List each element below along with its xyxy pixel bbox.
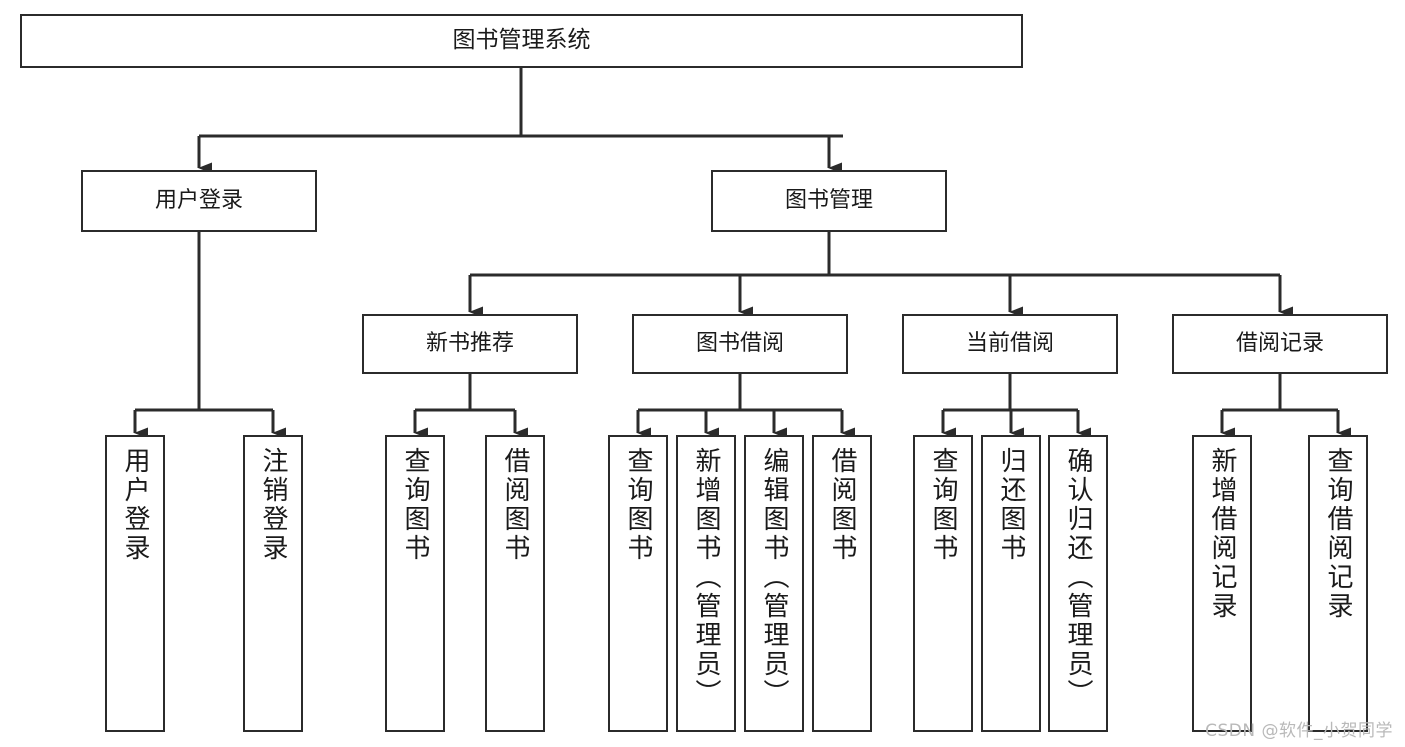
node-book-management-system[interactable]: 图书管理系统: [20, 14, 1023, 68]
node-user-login[interactable]: 用户登录: [81, 170, 317, 232]
leaf-borrow-borrow-book[interactable]: 借阅图书: [812, 435, 872, 732]
leaf-record-add-record[interactable]: 新增借阅记录: [1192, 435, 1252, 732]
node-label: 借阅图书: [827, 447, 857, 563]
csdn-watermark: CSDN @软件_小贺同学: [1205, 721, 1393, 741]
node-new-book-recommend[interactable]: 新书推荐: [362, 314, 578, 374]
node-label: 图书借阅: [695, 331, 784, 357]
leaf-borrow-edit-book-admin[interactable]: 编辑图书（管理员）: [744, 435, 804, 732]
node-label: 借阅图书: [500, 447, 530, 563]
leaf-recommend-borrow-book[interactable]: 借阅图书: [485, 435, 545, 732]
leaf-record-query-record[interactable]: 查询借阅记录: [1308, 435, 1368, 732]
node-borrow-record[interactable]: 借阅记录: [1172, 314, 1388, 374]
node-current-borrow[interactable]: 当前借阅: [902, 314, 1118, 374]
leaf-user-login-logout[interactable]: 注销登录: [243, 435, 303, 732]
node-label: 新增图书（管理员）: [691, 447, 721, 708]
leaf-current-return-book[interactable]: 归还图书: [981, 435, 1041, 732]
node-label: 确认归还（管理员）: [1063, 447, 1093, 708]
leaf-current-query-book[interactable]: 查询图书: [913, 435, 973, 732]
node-label: 用户登录: [154, 188, 243, 214]
node-label: 查询图书: [623, 447, 653, 563]
leaf-current-confirm-return-admin[interactable]: 确认归还（管理员）: [1048, 435, 1108, 732]
node-label: 归还图书: [996, 447, 1026, 563]
node-label: 注销登录: [258, 447, 288, 563]
node-label: 当前借阅: [965, 331, 1054, 357]
node-label: 查询图书: [928, 447, 958, 563]
node-label: 查询图书: [400, 447, 430, 563]
node-label: 图书管理: [784, 188, 873, 214]
node-label: 新书推荐: [425, 331, 514, 357]
leaf-borrow-query-book[interactable]: 查询图书: [608, 435, 668, 732]
node-label: 图书管理系统: [452, 27, 591, 54]
node-label: 查询借阅记录: [1323, 447, 1353, 621]
leaf-recommend-query-book[interactable]: 查询图书: [385, 435, 445, 732]
node-book-management[interactable]: 图书管理: [711, 170, 947, 232]
node-label: 新增借阅记录: [1207, 447, 1237, 621]
leaf-borrow-add-book-admin[interactable]: 新增图书（管理员）: [676, 435, 736, 732]
node-label: 编辑图书（管理员）: [759, 447, 789, 708]
node-label: 借阅记录: [1235, 331, 1324, 357]
node-label: 用户登录: [120, 447, 150, 563]
leaf-user-login-login[interactable]: 用户登录: [105, 435, 165, 732]
node-book-borrow[interactable]: 图书借阅: [632, 314, 848, 374]
